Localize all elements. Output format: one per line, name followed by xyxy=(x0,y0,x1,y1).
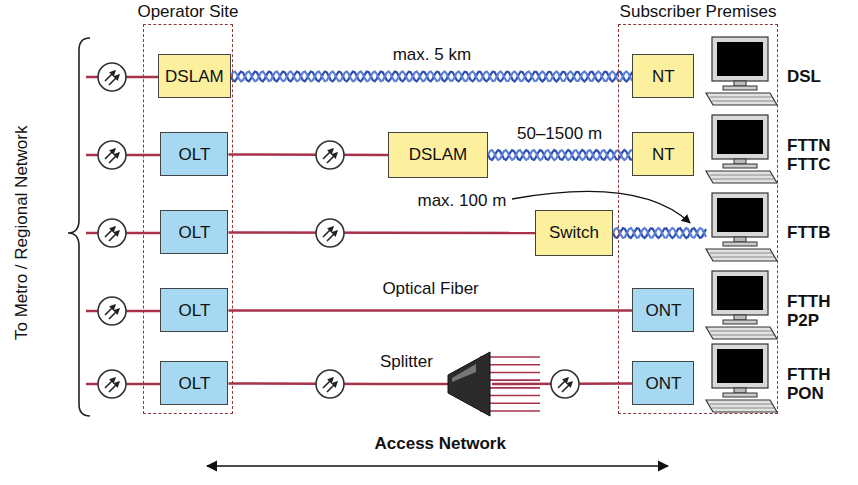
box-label: ONT xyxy=(645,374,681,394)
twisted-pair xyxy=(488,150,632,160)
box-label: OLT xyxy=(178,223,210,243)
computer-icon xyxy=(706,37,777,412)
row-label: FTTH PON xyxy=(787,365,849,404)
box-label: DSLAM xyxy=(409,145,468,165)
dimension-arrow xyxy=(207,465,668,467)
nt-box: NT xyxy=(632,132,694,176)
box-label: ONT xyxy=(645,301,681,321)
box-label: OLT xyxy=(178,145,210,165)
uplink-fiber xyxy=(86,77,160,384)
olt-box: OLT xyxy=(160,132,228,176)
bracket xyxy=(68,38,90,416)
region-heading: Operator Site xyxy=(137,2,238,22)
row-label: DSL xyxy=(787,67,849,87)
olt-box: OLT xyxy=(160,361,228,405)
olt-box: OLT xyxy=(160,210,228,254)
dslam-box: DSLAM xyxy=(388,132,488,178)
switch-box: Switch xyxy=(535,210,613,256)
optical-fiber xyxy=(228,310,632,311)
axis-label: Access Network xyxy=(372,434,509,454)
box-label: OLT xyxy=(178,374,210,394)
site-region: Subscriber PremisesNTNTONTONT xyxy=(618,24,778,414)
edge-label: 50–1500 m xyxy=(514,124,605,144)
box-label: DSLAM xyxy=(165,67,224,87)
nt-box: NT xyxy=(632,54,694,98)
box-label: OLT xyxy=(178,301,210,321)
twisted-pair xyxy=(231,71,633,81)
twisted-pair xyxy=(613,228,706,238)
optical-splitter: Splitter xyxy=(380,348,492,420)
ont-box: ONT xyxy=(632,288,694,332)
box-label: NT xyxy=(652,145,675,165)
transceiver-symbol xyxy=(98,63,579,398)
optical-fiber xyxy=(228,383,380,385)
box-label: NT xyxy=(652,67,675,87)
region-heading: Subscriber Premises xyxy=(620,2,777,22)
edge-label: max. 5 km xyxy=(390,45,474,65)
side-label: To Metro / Regional Network xyxy=(12,126,32,340)
optical-fiber xyxy=(228,232,535,234)
box-label: Splitter xyxy=(380,352,433,372)
edge-label: Optical Fiber xyxy=(379,279,481,299)
row-label: FTTB xyxy=(787,223,849,243)
row-label: FTTN FTTC xyxy=(787,136,849,175)
row-label: FTTH P2P xyxy=(787,292,849,331)
olt-box: OLT xyxy=(160,288,228,332)
dslam-box: DSLAM xyxy=(158,54,231,98)
ont-box: ONT xyxy=(632,361,694,405)
optical-fiber xyxy=(228,154,388,156)
site-region: Operator SiteDSLAMOLTOLTOLTOLT xyxy=(143,24,233,414)
dimension-label: max. 100 m xyxy=(418,191,507,211)
box-label: Switch xyxy=(549,223,599,243)
